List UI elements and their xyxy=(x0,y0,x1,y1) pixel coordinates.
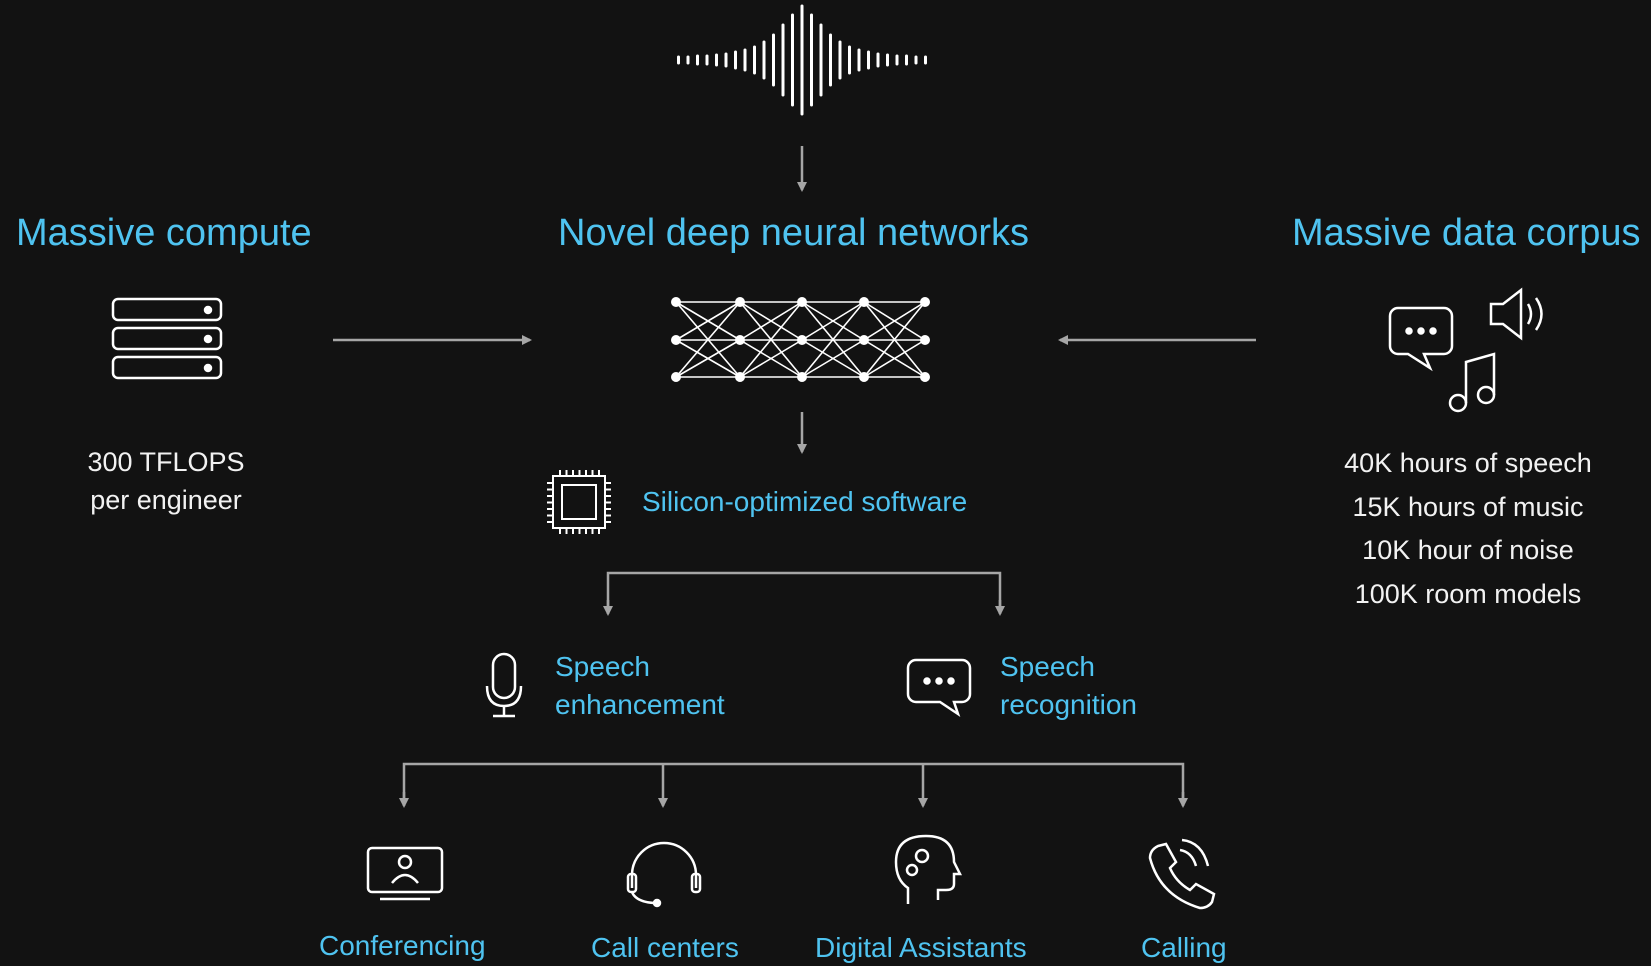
networks-title: Novel deep neural networks xyxy=(558,212,1030,254)
network-node xyxy=(671,335,681,345)
network-edge xyxy=(801,339,865,378)
network-node xyxy=(920,297,930,307)
software-label: Silicon-optimized software xyxy=(642,486,968,517)
capability-line2: recognition xyxy=(1000,689,1137,720)
network-node xyxy=(859,335,869,345)
compute-title: Massive compute xyxy=(16,212,312,254)
network-edge xyxy=(675,301,741,341)
chat-bubble-icon xyxy=(906,658,972,718)
network-edge xyxy=(801,301,865,378)
data-stat: 15K hours of music xyxy=(1352,491,1584,522)
chip-icon xyxy=(547,470,611,534)
network-edge xyxy=(675,301,741,378)
data-stats: 40K hours of speech 15K hours of music 1… xyxy=(1318,442,1618,616)
network-node xyxy=(735,335,745,345)
network-node xyxy=(797,372,807,382)
network-node xyxy=(671,372,681,382)
app-digital-assistants-label: Digital Assistants xyxy=(815,932,1027,963)
compute-stat-line2: per engineer xyxy=(90,485,242,515)
compute-stat: 300 TFLOPS per engineer xyxy=(66,443,266,519)
capability-line1: Speech xyxy=(555,651,650,682)
chat-bubble-icon xyxy=(1388,306,1454,372)
neural-network-icon xyxy=(671,297,930,382)
network-edge xyxy=(863,339,926,378)
server-stack-icon xyxy=(111,297,223,380)
audio-waveform-icon xyxy=(677,4,927,116)
network-node xyxy=(859,372,869,382)
branch-software-to-capabilities xyxy=(606,571,1002,612)
network-edge xyxy=(739,301,803,378)
network-node xyxy=(735,372,745,382)
data-stat: 10K hour of noise xyxy=(1362,535,1574,565)
data-stat: 40K hours of speech xyxy=(1344,448,1592,478)
network-node xyxy=(920,335,930,345)
phone-calling-icon xyxy=(1148,838,1216,910)
speaker-icon xyxy=(1489,287,1543,341)
capability-speech-recognition: Speech recognition xyxy=(1000,648,1137,724)
video-conference-icon xyxy=(366,846,444,901)
network-edge xyxy=(739,339,803,378)
data-title: Massive data corpus xyxy=(1292,212,1641,254)
network-node xyxy=(671,297,681,307)
app-calling-label: Calling xyxy=(1141,932,1227,963)
music-note-icon xyxy=(1448,352,1496,413)
network-edge xyxy=(863,301,926,378)
data-stat: 100K room models xyxy=(1354,578,1582,609)
network-node xyxy=(735,297,745,307)
network-edge xyxy=(675,339,741,378)
capability-line2: enhancement xyxy=(555,689,725,720)
network-node xyxy=(859,297,869,307)
headset-icon xyxy=(626,841,702,908)
app-call-centers-label: Call centers xyxy=(591,932,739,963)
capability-speech-enhancement: Speech enhancement xyxy=(555,648,725,724)
network-node xyxy=(797,297,807,307)
head-gears-icon xyxy=(894,834,963,904)
network-node xyxy=(920,372,930,382)
connectors xyxy=(333,146,1256,808)
network-edge xyxy=(801,301,865,341)
compute-stat-line1: 300 TFLOPS xyxy=(87,447,245,477)
branch-to-applications xyxy=(402,762,1185,804)
network-node xyxy=(797,335,807,345)
capability-line1: Speech xyxy=(1000,651,1095,682)
microphone-icon xyxy=(485,652,523,718)
network-edge xyxy=(739,301,803,341)
network-edge xyxy=(863,301,926,341)
app-conferencing-label: Conferencing xyxy=(319,930,486,961)
